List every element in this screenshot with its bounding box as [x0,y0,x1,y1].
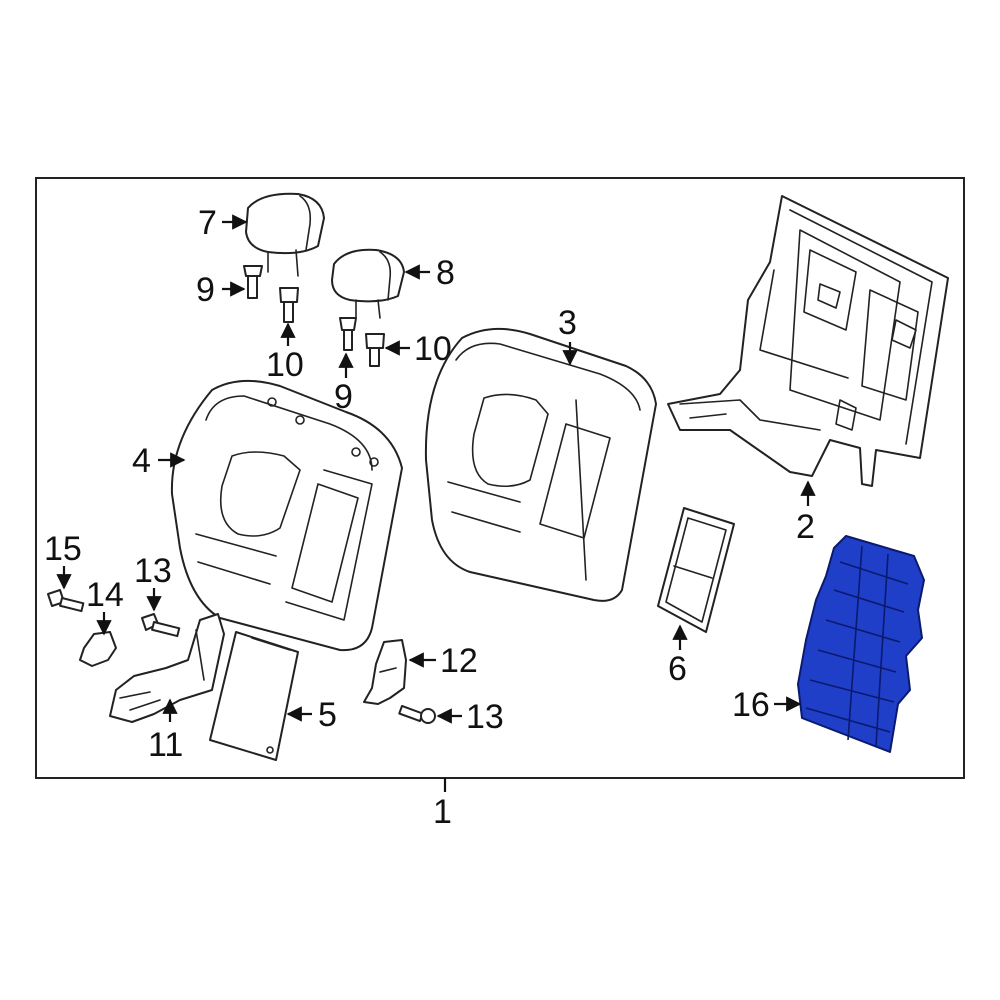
seat-back-pad-fill [797,535,925,753]
seat-back-cover-left [170,379,403,652]
seat-back-board [209,631,299,761]
label-6: 6 [668,650,687,688]
label-11: 11 [148,726,183,764]
label-5: 5 [318,696,337,734]
seat-back-frame [667,195,949,487]
label-1: 1 [433,793,452,831]
headrest-guide-lock-left [279,287,299,323]
label-16: 16 [732,686,770,724]
hinge-cover [363,639,407,705]
armrest-trim-panel [657,507,735,633]
assembly-frame [35,177,965,779]
label-13-lower: 13 [466,698,504,736]
headrest-guide-upper [243,265,263,299]
headrest-right [331,248,405,319]
hinge-bracket [109,613,225,723]
label-15: 15 [44,530,82,568]
label-9-lower: 9 [334,378,353,416]
seat-back-cover-right [424,327,657,602]
label-14: 14 [86,576,124,614]
label-7: 7 [198,204,217,242]
headrest-guide-lock-right [365,333,385,367]
label-8: 8 [436,254,455,292]
label-3: 3 [558,304,577,342]
bolt-upper [141,613,181,638]
bracket-clip [79,631,117,667]
label-12: 12 [440,642,478,680]
headrest-guide-lower [339,317,357,351]
label-4: 4 [132,442,151,480]
bolt-lower [398,704,436,724]
label-2: 2 [796,508,815,546]
seat-back-pad-highlighted [797,535,925,753]
label-9-upper: 9 [196,271,215,309]
headrest-left [245,192,325,277]
label-13-upper: 13 [134,552,172,590]
label-10-left: 10 [266,346,304,384]
bolt-15 [47,589,85,613]
